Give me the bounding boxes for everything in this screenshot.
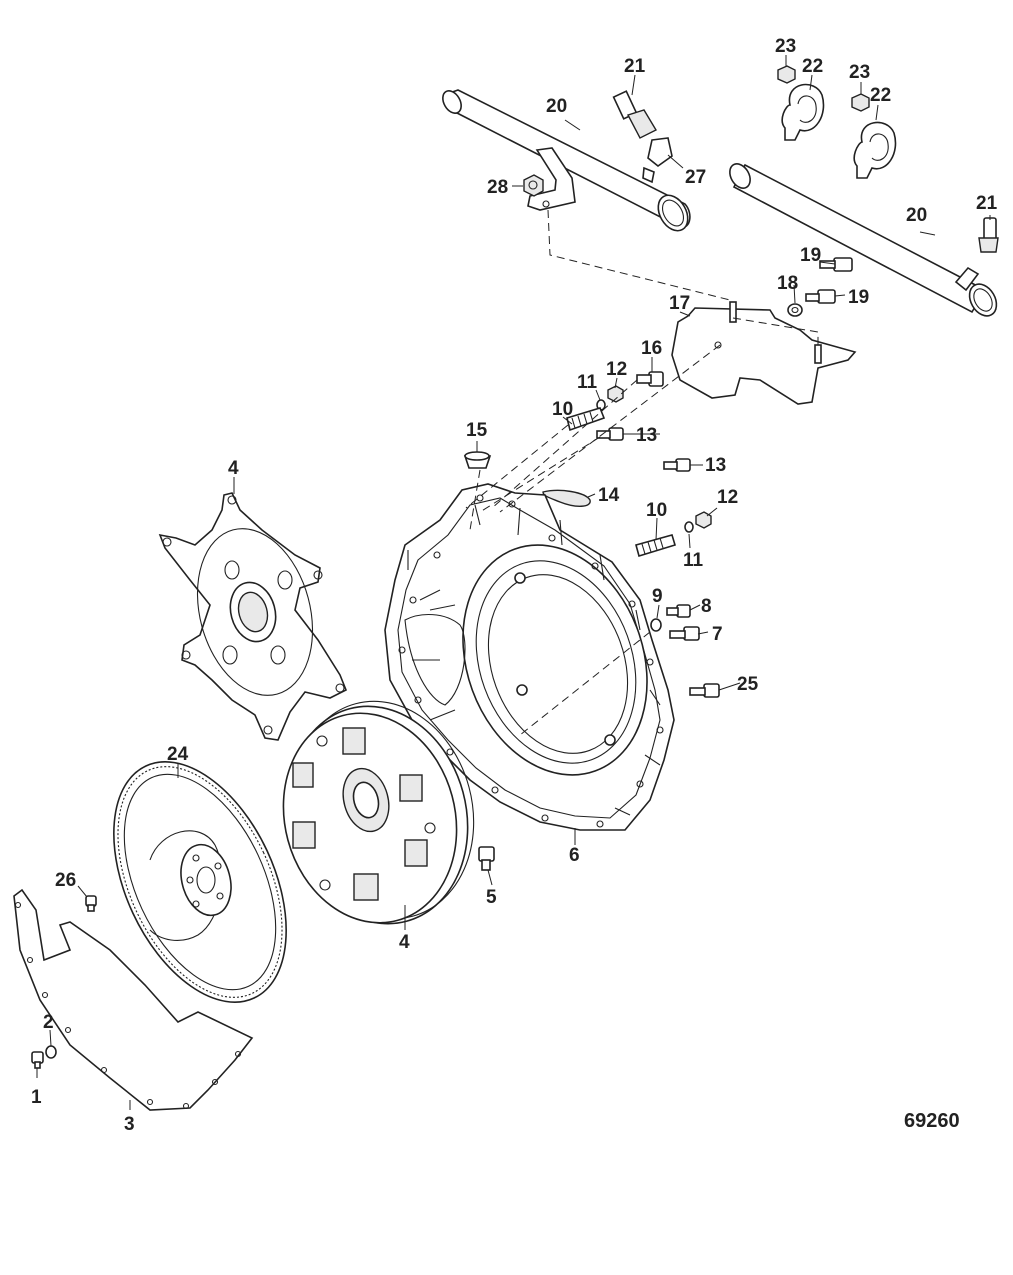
- clamp-22-right: [853, 121, 897, 179]
- washer-2: [45, 1045, 57, 1059]
- sensor-fitting-21: [978, 217, 999, 253]
- screw-19-upper: [819, 257, 853, 272]
- callout-21-left: 21: [624, 56, 646, 77]
- callout-14: 14: [598, 485, 620, 506]
- callout-25: 25: [737, 674, 759, 695]
- nut-23-left: [777, 65, 796, 84]
- callout-13-lower: 13: [705, 455, 726, 476]
- callout-22-right: 22: [870, 85, 891, 106]
- callout-3: 3: [124, 1114, 135, 1135]
- callout-23-right: 23: [849, 62, 870, 83]
- callout-6: 6: [569, 845, 580, 866]
- callout-23-left: 23: [775, 36, 796, 57]
- nut-23-right: [851, 93, 870, 112]
- alignment-lines: [465, 209, 819, 736]
- stud-10-lower: [635, 534, 676, 558]
- screw-1: [31, 1051, 44, 1069]
- callout-4-damper: 4: [399, 932, 410, 953]
- callout-15: 15: [466, 420, 488, 441]
- flywheel-housing-6: [384, 483, 675, 831]
- cooler-right: [729, 163, 998, 317]
- callout-26: 26: [55, 870, 76, 891]
- callout-10-upper: 10: [552, 399, 573, 420]
- callout-4-hub: 4: [228, 458, 239, 479]
- screw-26: [85, 895, 97, 912]
- screw-19-lower: [805, 289, 836, 304]
- cooler-left: [442, 89, 691, 232]
- callout-20-left: 20: [546, 96, 567, 117]
- callout-27: 27: [685, 167, 706, 188]
- bolt-5: [478, 846, 495, 871]
- callout-1: 1: [31, 1087, 42, 1108]
- washer-18: [787, 303, 803, 317]
- figure-number: 69260: [904, 1110, 960, 1132]
- leader-lines: [36, 55, 991, 1110]
- callout-19-upper: 19: [800, 245, 821, 266]
- callout-labels: 1 2 3 4 4 5 6 7 8 9 10 10 11 11 12 12 13…: [31, 36, 998, 1135]
- drive-coupler-hub-4: [158, 492, 348, 741]
- callout-10-lower: 10: [646, 500, 667, 521]
- callout-12-upper: 12: [606, 359, 627, 380]
- damper-plate-4: [282, 700, 475, 925]
- callout-2: 2: [43, 1012, 54, 1033]
- callout-9: 9: [652, 586, 663, 607]
- seal-14: [542, 489, 591, 507]
- bolt-13-upper: [596, 427, 624, 441]
- callout-11-upper: 11: [577, 372, 598, 393]
- callout-12-lower: 12: [717, 487, 738, 508]
- callout-7: 7: [712, 624, 723, 645]
- stud-10-upper: [566, 407, 606, 432]
- washer-11-lower: [684, 521, 694, 533]
- plug-15: [463, 451, 492, 469]
- callout-17: 17: [669, 293, 690, 314]
- elbow-fitting-21: [612, 90, 657, 139]
- bolt-13-lower: [663, 458, 691, 472]
- callout-20-right: 20: [906, 205, 927, 226]
- callout-21-right: 21: [976, 193, 998, 214]
- callout-13-upper: 13: [636, 425, 657, 446]
- callout-5: 5: [486, 887, 497, 908]
- callout-22-left: 22: [802, 56, 823, 77]
- cover-plate-3: [13, 888, 254, 1111]
- nut-28: [523, 174, 544, 197]
- bracket-17: [671, 301, 857, 405]
- clamp-22-left: [781, 83, 825, 141]
- callout-16: 16: [641, 338, 662, 359]
- callout-24: 24: [167, 744, 189, 765]
- callout-11-lower: 11: [683, 550, 704, 571]
- bolt-8: [666, 604, 691, 618]
- bolt-7: [669, 626, 700, 641]
- nut-12-upper: [607, 385, 624, 403]
- flywheel-24: [113, 761, 287, 1003]
- bolt-16: [636, 371, 664, 387]
- washer-9: [650, 618, 662, 632]
- callout-18: 18: [777, 273, 798, 294]
- callout-8: 8: [701, 596, 712, 617]
- fitting-27: [647, 137, 673, 168]
- bolt-25: [689, 683, 720, 698]
- callout-28: 28: [487, 177, 508, 198]
- callout-19-lower: 19: [848, 287, 869, 308]
